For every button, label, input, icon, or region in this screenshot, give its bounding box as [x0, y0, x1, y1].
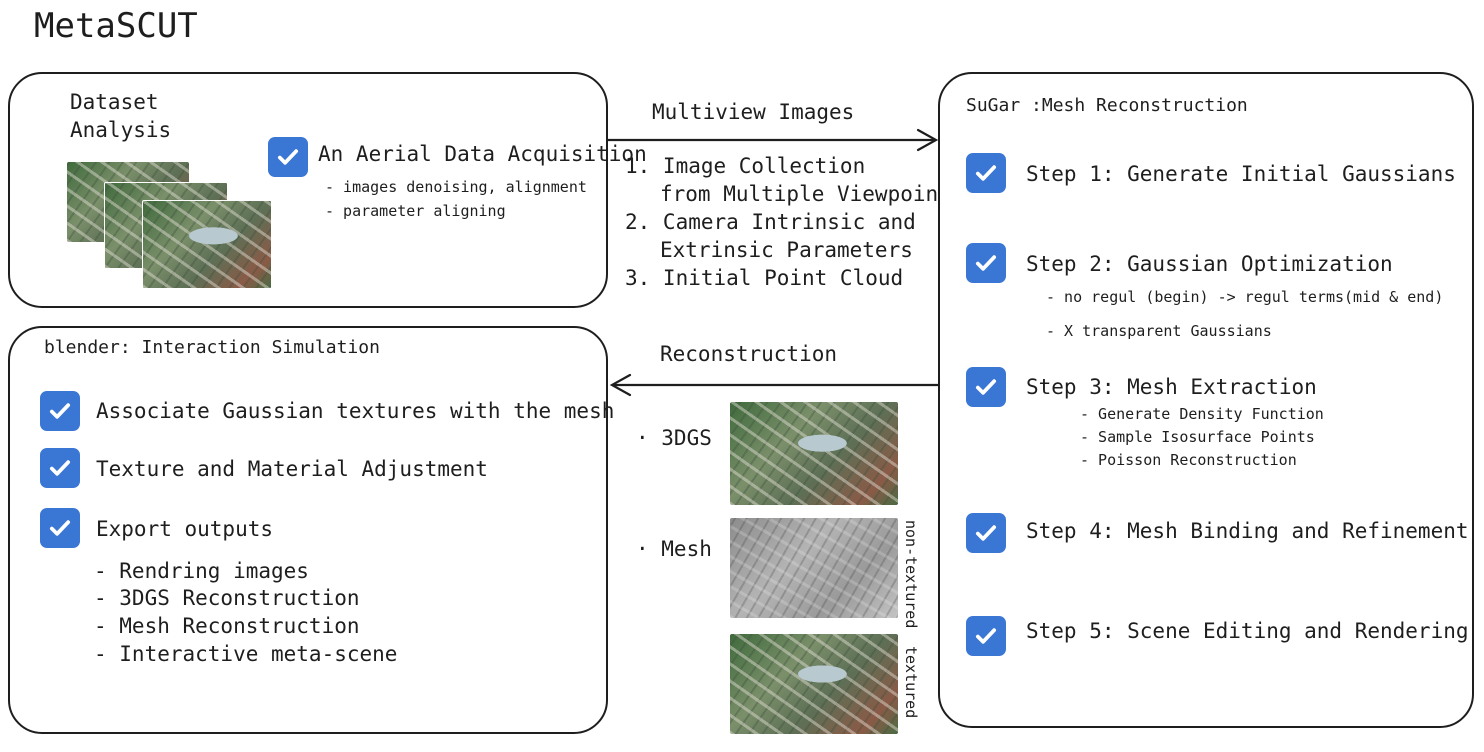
multiview-arrow [608, 128, 939, 152]
texture-adjustment-checkbox[interactable] [40, 448, 80, 488]
multiview-label: Multiview Images [652, 100, 855, 124]
step3-note: - Generate Density Function [1080, 405, 1324, 423]
check-icon [49, 460, 71, 476]
step1-label: Step 1: Generate Initial Gaussians [1026, 162, 1456, 186]
texture-adjustment-label: Texture and Material Adjustment [96, 457, 488, 481]
step2-note: - X transparent Gaussians [1046, 322, 1272, 340]
aerial-acquisition-checkbox[interactable] [268, 137, 308, 177]
multiview-item: 2. Camera Intrinsic and [625, 210, 916, 234]
step3-note: - Poisson Reconstruction [1080, 451, 1297, 469]
output-item: - Interactive meta-scene [94, 642, 398, 666]
sugar-box [938, 72, 1474, 728]
multiview-item: Extrinsic Parameters [660, 238, 913, 262]
check-icon [975, 255, 997, 271]
reconstruction-label: Reconstruction [660, 342, 838, 366]
dataset-heading-line2: Analysis [70, 118, 172, 142]
check-icon [975, 525, 997, 541]
reconstruction-arrow [609, 373, 939, 397]
output-item: - 3DGS Reconstruction [94, 586, 360, 610]
check-icon [975, 628, 997, 644]
step4-label: Step 4: Mesh Binding and Refinement [1026, 519, 1469, 543]
step5-checkbox[interactable] [966, 616, 1006, 656]
sugar-heading: SuGar :Mesh Reconstruction [966, 95, 1248, 116]
page-title: MetaSCUT [34, 6, 198, 46]
dataset-heading-line1: Dataset [70, 90, 159, 114]
step4-checkbox[interactable] [966, 513, 1006, 553]
output-item: - Mesh Reconstruction [94, 614, 360, 638]
associate-textures-checkbox[interactable] [40, 391, 80, 431]
step2-checkbox[interactable] [966, 243, 1006, 283]
dataset-bullet: - images denoising, alignment [325, 178, 587, 196]
aerial-acquisition-label: An Aerial Data Acquisition [318, 142, 647, 166]
step1-checkbox[interactable] [966, 153, 1006, 193]
textured-label: textured [902, 646, 920, 719]
step2-label: Step 2: Gaussian Optimization [1026, 252, 1393, 276]
check-icon [49, 403, 71, 419]
blender-heading: blender: Interaction Simulation [44, 337, 380, 358]
step5-label: Step 5: Scene Editing and Rendering [1026, 619, 1469, 643]
aerial-photo-3 [142, 200, 272, 289]
multiview-item: 1. Image Collection [625, 154, 866, 178]
check-icon [277, 149, 299, 165]
non-textured-label: non-textured [902, 520, 920, 629]
export-outputs-label: Export outputs [96, 517, 274, 541]
multiview-item: from Multiple Viewpoints. [660, 182, 977, 206]
mesh-label: · Mesh [636, 537, 712, 561]
output-item: - Rendring images [94, 559, 309, 583]
step2-note: - no regul (begin) -> regul terms(mid & … [1046, 288, 1444, 306]
dataset-bullet: - parameter aligning [325, 202, 506, 220]
3dgs-label: · 3DGS [636, 426, 712, 450]
check-icon [49, 520, 71, 536]
mesh-textured-image [730, 634, 898, 734]
3dgs-render-image [730, 402, 898, 505]
step3-checkbox[interactable] [966, 367, 1006, 407]
multiview-item: 3. Initial Point Cloud [625, 266, 904, 290]
step3-label: Step 3: Mesh Extraction [1026, 375, 1317, 399]
associate-textures-label: Associate Gaussian textures with the mes… [96, 399, 615, 423]
check-icon [975, 165, 997, 181]
step3-note: - Sample Isosurface Points [1080, 428, 1315, 446]
mesh-nontextured-image [730, 518, 898, 618]
export-outputs-checkbox[interactable] [40, 508, 80, 548]
check-icon [975, 379, 997, 395]
blender-box [8, 326, 608, 734]
